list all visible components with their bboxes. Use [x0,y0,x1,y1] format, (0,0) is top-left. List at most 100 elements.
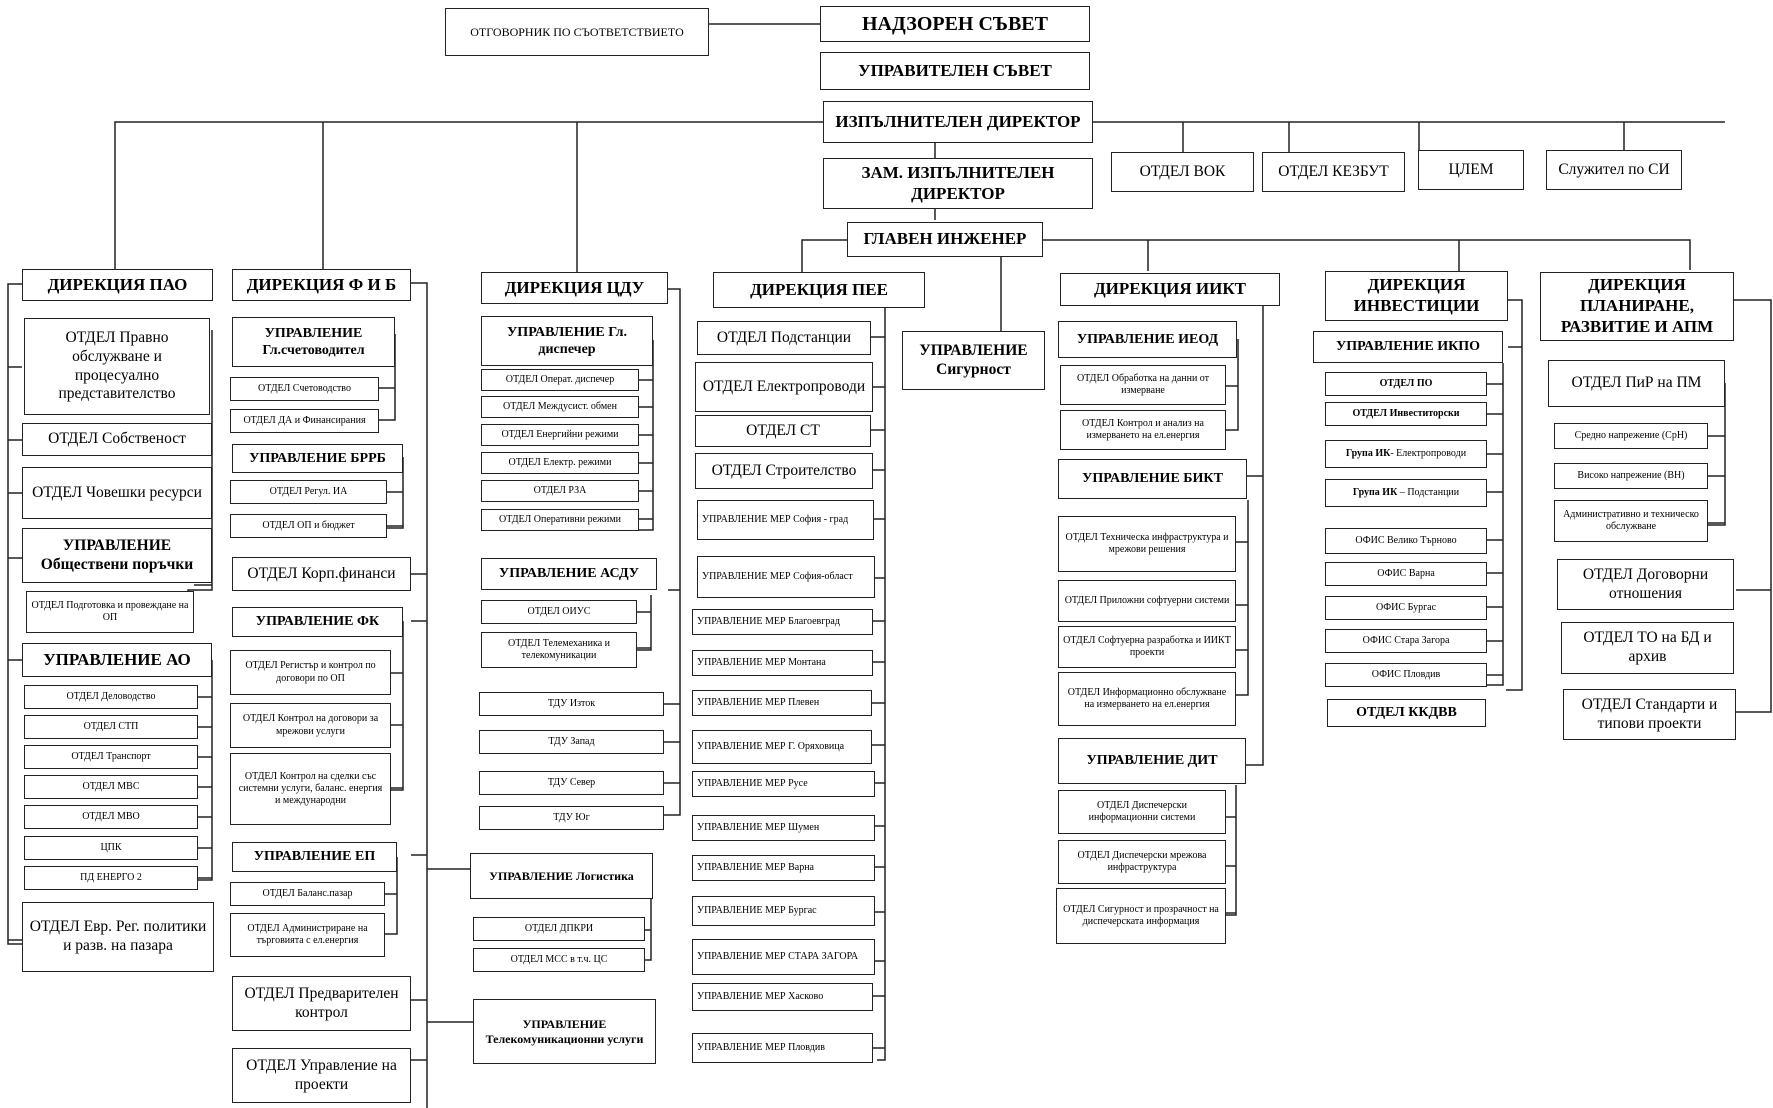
dept-vok-box: ОТДЕЛ ВОК [1111,152,1254,192]
pee-st-dept: ОТДЕЛ СТ [695,415,871,447]
tsdu-chief-dispatcher-mgmt: УПРАВЛЕНИЕ Гл. диспечер [481,316,653,366]
disp-item: ОТДЕЛ Междусист. обмен [481,396,639,418]
tslem-box: ЦЛЕМ [1418,150,1524,190]
iikt-control-dept: ОТДЕЛ Контрол и анализ на измерването на… [1060,410,1226,450]
bikt-item: ОТДЕЛ Информационно обслужване на измерв… [1058,672,1236,726]
pao-property-dept: ОТДЕЛ Собственост [22,423,212,456]
mer-item: УПРАВЛЕНИЕ МЕР Пловдив [692,1033,873,1063]
fib-precontrol-dept: ОТДЕЛ Предварителен контрол [232,976,411,1031]
tsdu-asdu-mgmt: УПРАВЛЕНИЕ АСДУ [481,558,657,590]
mer-item: УПРАВЛЕНИЕ МЕР Варна [692,855,875,881]
inv-kkdvv-dept: ОТДЕЛ ККДВВ [1327,699,1486,727]
ao-item: ПД ЕНЕРГО 2 [24,866,198,890]
tdu-item: ТДУ Запад [479,730,664,754]
management-board-box: УПРАВИТЕЛЕН СЪВЕТ [820,52,1090,90]
office-item: ОФИС Варна [1325,562,1487,586]
tsdu-telecom-mgmt: УПРАВЛЕНИЕ Телекомуникационни услуги [473,999,656,1064]
office-item: ОФИС Стара Загора [1325,629,1487,653]
pee-substations-dept: ОТДЕЛ Подстанции [697,321,871,355]
pee-construction-dept: ОТДЕЛ Строителство [695,453,873,489]
directorate-fib: ДИРЕКЦИЯ Ф И Б [232,269,411,301]
fk-item: ОТДЕЛ Контрол на сделки със системни усл… [230,753,391,825]
disp-item: ОТДЕЛ Операт. диспечер [481,369,639,391]
directorate-tsdu: ДИРЕКЦИЯ ЦДУ [481,272,668,304]
ao-item: ОТДЕЛ Деловодство [24,685,198,709]
office-item: ОФИС Пловдив [1325,663,1487,687]
fib-accounting-dept: ОТДЕЛ Счетоводство [230,377,379,401]
bikt-item: ОТДЕЛ Техническа инфраструктура и мрежов… [1058,516,1236,572]
directorate-iikt: ДИРЕКЦИЯ ИИКТ [1060,273,1280,306]
mer-item: УПРАВЛЕНИЕ МЕР София-област [697,556,875,598]
ik-subs-group-label: Група ИК [1352,486,1398,498]
tsdu-oius-dept: ОТДЕЛ ОИУС [481,600,637,624]
fib-trade-admin-dept: ОТДЕЛ Администриране на търговията с ел.… [230,913,385,957]
office-item: ОФИС Велико Търново [1325,528,1487,554]
tsdu-mss-dept: ОТДЕЛ МСС в т.ч. ЦС [473,948,645,972]
ao-item: ЦПК [24,836,198,860]
fib-brrb-mgmt: УПРАВЛЕНИЕ БРРБ [232,444,403,473]
office-item: ОФИС Бургас [1325,596,1487,620]
pir-item: Административно и техническо обслужване [1554,500,1708,542]
directorate-pao: ДИРЕКЦИЯ ПАО [22,269,213,301]
iikt-processing-dept: ОТДЕЛ Обработка на данни от измерване [1060,365,1226,405]
inv-po-dept: ОТДЕЛ ПО [1325,372,1487,396]
iikt-bikt-mgmt: УПРАВЛЕНИЕ БИКТ [1058,459,1247,499]
fib-budget-dept: ОТДЕЛ ОП и бюджет [230,514,387,538]
fib-ep-mgmt: УПРАВЛЕНИЕ ЕП [232,842,397,872]
mer-item: УПРАВЛЕНИЕ МЕР Русе [692,771,875,797]
ao-item: ОТДЕЛ МВС [24,775,198,799]
tdu-item: ТДУ Север [479,771,664,795]
si-officer-box: Служител по СИ [1546,150,1682,190]
tdu-item: ТДУ Изток [479,692,664,716]
ao-item: ОТДЕЛ Транспорт [24,745,198,769]
fib-chief-accountant-mgmt: УПРАВЛЕНИЕ Гл.счетоводител [232,317,395,367]
supervisory-board-box: НАДЗОРЕН СЪВЕТ [820,6,1090,42]
pao-procurement-mgmt: УПРАВЛЕНИЕ Обществени поръчки [22,528,212,583]
disp-item: ОТДЕЛ Оперативни режими [481,509,639,531]
directorate-investments: ДИРЕКЦИЯ ИНВЕСТИЦИИ [1325,271,1508,321]
fk-item: ОТДЕЛ Контрол на договори за мрежови усл… [230,703,391,748]
ao-item: ОТДЕЛ СТП [24,715,198,739]
disp-item: ОТДЕЛ Енергийни режими [481,424,639,446]
mer-item: УПРАВЛЕНИЕ МЕР Бургас [692,896,875,926]
fib-fk-mgmt: УПРАВЛЕНИЕ ФК [232,607,403,637]
pir-item: Високо напрежение (ВН) [1554,463,1708,489]
mer-item: УПРАВЛЕНИЕ МЕР Шумен [692,815,875,841]
deputy-executive-director-box: ЗАМ. ИЗПЪЛНИТЕЛЕН ДИРЕКТОР [823,158,1093,209]
fib-projects-dept: ОТДЕЛ Управление на проекти [232,1048,411,1103]
security-management-box: УПРАВЛЕНИЕ Сигурност [902,331,1045,390]
tsdu-telemechanics-dept: ОТДЕЛ Телемеханика и телекомуникации [481,632,637,668]
executive-director-box: ИЗПЪЛНИТЕЛЕН ДИРЕКТОР [823,101,1093,143]
pao-legal-dept: ОТДЕЛ Правно обслужване и процесуално пр… [24,318,210,415]
bikt-item: ОТДЕЛ Софтуерна разработка и ИИКТ проект… [1058,626,1236,668]
mer-item: УПРАВЛЕНИЕ МЕР София - град [697,500,874,540]
inv-ik-lines-group: Група ИК- Електропроводи [1325,440,1487,468]
fib-da-dept: ОТДЕЛ ДА и Финансирания [230,409,379,433]
inv-investors-dept: ОТДЕЛ Инвеститорски [1325,402,1487,426]
fib-regul-dept: ОТДЕЛ Регул. ИА [230,480,387,504]
dit-item: ОТДЕЛ Сигурност и прозрачност на диспече… [1056,888,1226,944]
plan-to-archive-dept: ОТДЕЛ ТО на БД и архив [1561,622,1734,674]
mer-item: УПРАВЛЕНИЕ МЕР Хасково [692,983,873,1011]
iikt-ieod-mgmt: УПРАВЛЕНИЕ ИЕОД [1058,321,1237,358]
bikt-item: ОТДЕЛ Приложни софтуерни системи [1058,580,1236,622]
mer-item: УПРАВЛЕНИЕ МЕР Плевен [692,690,872,716]
ao-item: ОТДЕЛ МВО [24,805,198,829]
inv-ik-subs-group: Група ИК – Подстанции [1325,479,1487,507]
dit-item: ОТДЕЛ Диспечерски мрежова инфраструктура [1058,840,1226,884]
plan-contracts-dept: ОТДЕЛ Договорни отношения [1557,559,1734,610]
pao-eu-policy-dept: ОТДЕЛ Евр. Рег. политики и разв. на паза… [22,902,214,972]
dept-kezbut-box: ОТДЕЛ КЕЗБУТ [1262,152,1405,192]
mer-item: УПРАВЛЕНИЕ МЕР СТАРА ЗАГОРА [692,939,875,975]
mer-item: УПРАВЛЕНИЕ МЕР Монтана [692,650,873,676]
ik-subs-group-suffix: – Подстанции [1399,486,1460,498]
pao-ao-mgmt: УПРАВЛЕНИЕ АО [22,643,212,677]
tdu-item: ТДУ Юг [479,806,664,830]
mer-item: УПРАВЛЕНИЕ МЕР Благоевград [692,609,873,635]
fk-item: ОТДЕЛ Регистър и контрол по договори по … [230,650,391,695]
tsdu-dpkri-dept: ОТДЕЛ ДПКРИ [473,917,645,941]
plan-standards-dept: ОТДЕЛ Стандарти и типови проекти [1563,689,1736,740]
pao-hr-dept: ОТДЕЛ Човешки ресурси [22,467,212,519]
tsdu-logistics-mgmt: УПРАВЛЕНИЕ Логистика [470,853,653,899]
